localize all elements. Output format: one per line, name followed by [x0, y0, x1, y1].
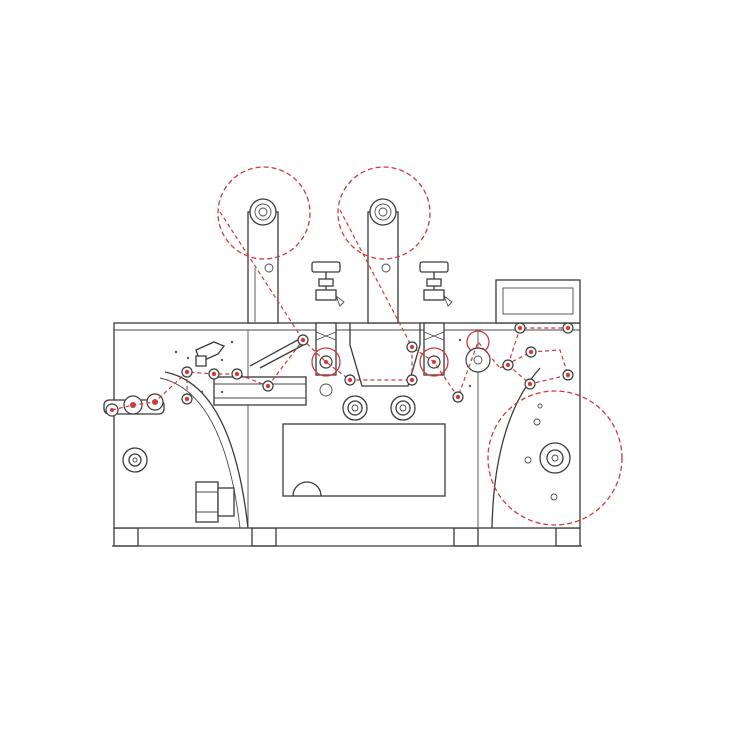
idler-2 — [181, 393, 193, 405]
idler-3 — [208, 368, 220, 380]
idler-13 — [562, 322, 574, 334]
base-feet — [112, 527, 582, 547]
idler-9 — [406, 341, 418, 353]
idler-rollers — [181, 322, 574, 405]
rewind-roll — [487, 390, 623, 526]
motor-block — [195, 481, 235, 523]
idler-16 — [524, 378, 536, 390]
frame-marks — [174, 338, 472, 394]
idler-5 — [262, 380, 274, 392]
idler-8 — [406, 374, 418, 386]
tension-roller — [465, 330, 491, 373]
central-trough — [349, 323, 421, 387]
waste-roll-left — [217, 166, 311, 260]
waste-roll-right — [337, 166, 431, 260]
left-drive-wheel — [122, 447, 148, 473]
idler-7 — [344, 374, 356, 386]
idler-12 — [514, 322, 526, 334]
idler-10 — [452, 391, 464, 403]
inspection-table — [213, 335, 308, 406]
idler-6 — [297, 334, 309, 346]
gear-wheel-2 — [390, 395, 416, 421]
lower-cabinet — [282, 423, 446, 497]
knife-holder — [195, 341, 226, 367]
rewind-stand-right — [367, 198, 399, 324]
idler-15 — [562, 369, 574, 381]
control-screen — [495, 279, 581, 324]
die-station-2 — [419, 261, 453, 377]
rewind-stand-left — [247, 198, 279, 324]
feed-roller-group — [103, 393, 165, 417]
idler-11 — [502, 359, 514, 371]
die-station-1 — [311, 261, 345, 397]
gear-wheel-1 — [342, 395, 368, 421]
idler-1 — [181, 366, 193, 378]
idler-14 — [525, 346, 537, 358]
idler-4 — [231, 368, 243, 380]
